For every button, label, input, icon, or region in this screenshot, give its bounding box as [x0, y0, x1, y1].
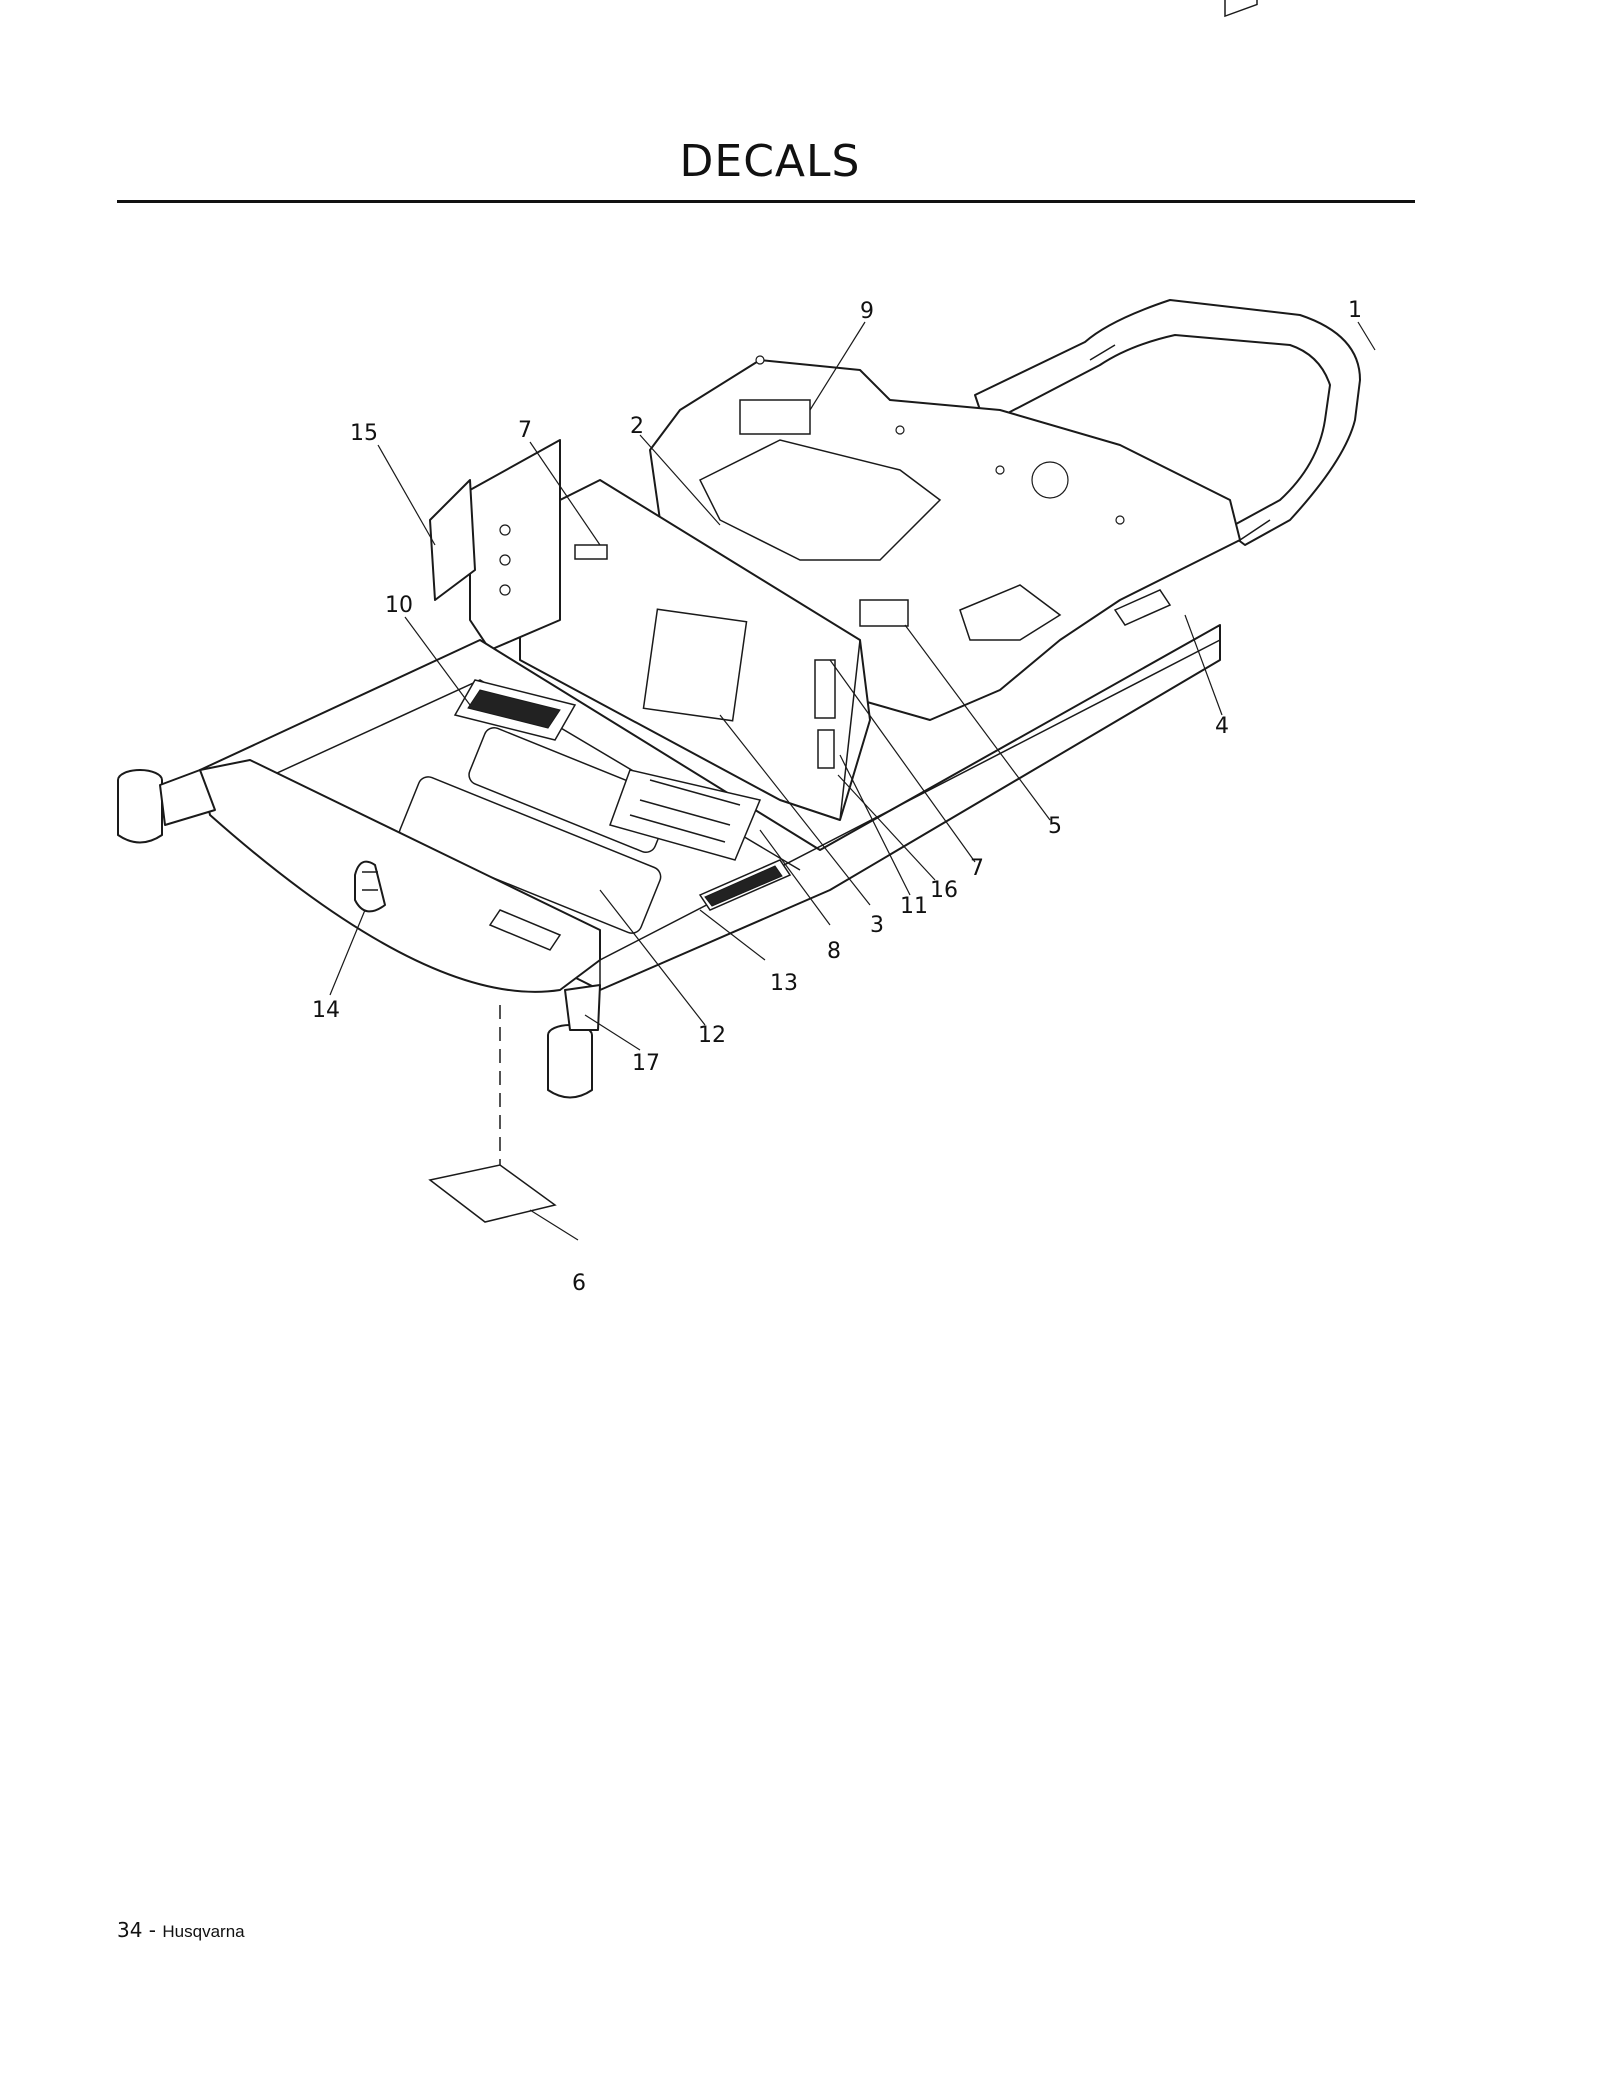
callout-8: 8 [827, 939, 841, 964]
callout-13: 13 [770, 971, 798, 996]
caster-tubes [117, 769, 601, 1099]
callout-14: 14 [312, 998, 340, 1023]
callout-labels: 1 2 3 4 5 6 7 7 8 9 10 11 12 13 14 15 16… [312, 298, 1362, 1296]
callout-6: 6 [572, 1271, 586, 1296]
page-title: DECALS [679, 136, 861, 187]
callout-2: 2 [630, 414, 644, 439]
decal-6-underside [428, 1005, 557, 1223]
callout-7-lower: 7 [970, 856, 984, 881]
side-hanger-plate [429, 439, 561, 651]
callout-3: 3 [870, 913, 884, 938]
callout-16: 16 [930, 878, 958, 903]
footer-brand: Husqvarna [162, 1922, 245, 1941]
callout-10: 10 [385, 593, 413, 618]
page-footer: 34 - Husqvarna [117, 1918, 245, 1942]
footer-separator: - [142, 1918, 163, 1942]
callout-4: 4 [1215, 714, 1229, 739]
callout-11: 11 [900, 894, 928, 919]
callout-5: 5 [1048, 814, 1062, 839]
front-bumper [199, 759, 601, 993]
callout-15: 15 [350, 421, 378, 446]
callout-12: 12 [698, 1023, 726, 1048]
callout-leaders [329, 321, 1376, 1241]
page-number: 34 [117, 1918, 143, 1942]
callout-17: 17 [632, 1051, 660, 1076]
rear-handle-frame [974, 0, 1361, 546]
callout-1: 1 [1348, 298, 1362, 323]
title-divider [117, 200, 1415, 203]
callout-7-upper: 7 [518, 418, 532, 443]
callout-9: 9 [860, 299, 874, 324]
